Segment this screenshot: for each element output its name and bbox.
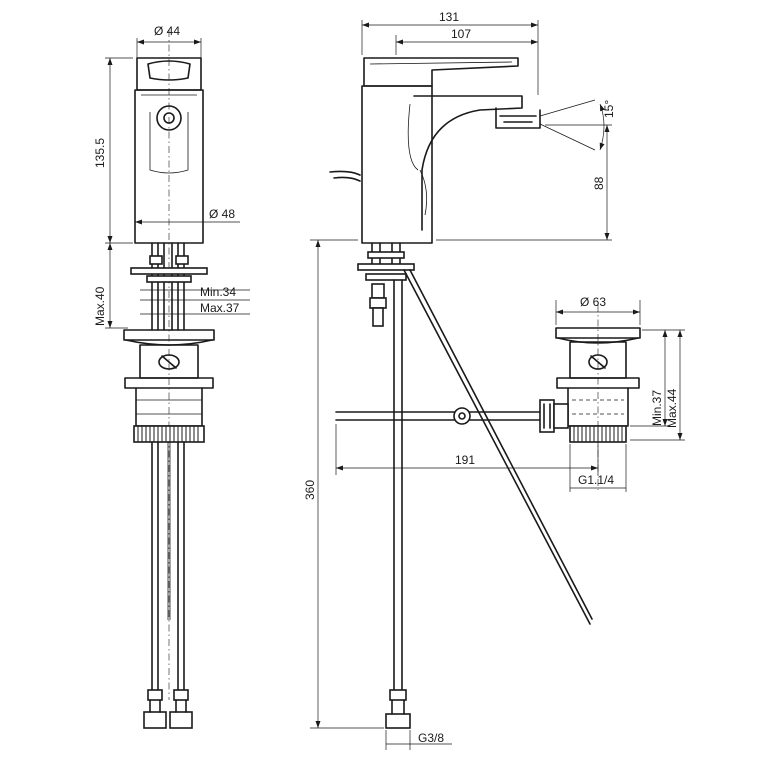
max-44-label: Max.44 [665, 388, 679, 428]
dim-88-label: 88 [592, 176, 606, 190]
dim-191-label: 191 [455, 453, 475, 467]
angle-15-label: 15° [602, 100, 616, 118]
front-view: Ø 44 135.5 Ø 48 Max.40 [93, 24, 250, 729]
dim-360-label: 360 [303, 480, 317, 500]
drain-thread [137, 426, 199, 442]
min-34-label: Min.34 [200, 285, 236, 299]
max-37-label: Max.37 [200, 301, 240, 315]
dim-135-5-label: 135.5 [93, 138, 107, 168]
g1-1-4-label: G1.1/4 [578, 473, 614, 487]
dia-44-label: Ø 44 [154, 24, 180, 38]
dia-63-label: Ø 63 [580, 295, 606, 309]
side-view: 131 107 15° 88 [303, 10, 616, 750]
max-40-label: Max.40 [93, 286, 107, 326]
g3-8-label: G3/8 [418, 731, 444, 745]
dia-48-label: Ø 48 [209, 207, 235, 221]
min-37-label: Min.37 [650, 390, 664, 426]
dim-131-label: 131 [439, 10, 459, 24]
detail-thread [573, 426, 623, 442]
drain-detail: Ø 63 [539, 295, 685, 492]
dim-107-label: 107 [451, 27, 471, 41]
